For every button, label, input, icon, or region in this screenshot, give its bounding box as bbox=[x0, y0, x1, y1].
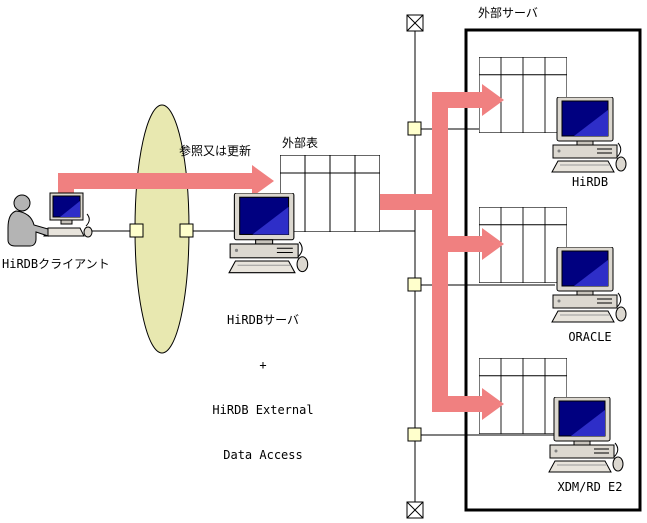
network-node bbox=[407, 277, 422, 292]
server-label-line: + bbox=[259, 358, 267, 372]
server-label-line: HiRDB External bbox=[212, 403, 314, 417]
person-head bbox=[13, 194, 31, 212]
external-server-box-label: 外部サーバ bbox=[478, 6, 538, 20]
client-user-icon bbox=[7, 192, 93, 247]
network-terminator-node bbox=[406, 501, 424, 519]
person-body bbox=[7, 210, 49, 247]
network-terminator-node bbox=[406, 14, 424, 32]
server-label-line: Data Access bbox=[223, 448, 303, 462]
network-node bbox=[129, 223, 144, 238]
external-table-label: 外部表 bbox=[282, 136, 319, 150]
hirdb-server-label: HiRDB bbox=[571, 175, 609, 189]
network-nodes bbox=[129, 14, 424, 519]
network-node bbox=[407, 121, 422, 136]
server-label: HiRDBサーバ + HiRDB External Data Access bbox=[193, 283, 333, 493]
data-flow-arrow-table-to-servers bbox=[380, 84, 504, 420]
xdm-server-label: XDM/RD E2 bbox=[557, 480, 623, 494]
external-table-icon bbox=[280, 155, 380, 232]
oracle-server-label: ORACLE bbox=[568, 330, 612, 344]
data-flow-arrow-client-to-table bbox=[58, 165, 274, 197]
operation-label: 参照又は更新 bbox=[179, 144, 252, 158]
network-node bbox=[407, 427, 422, 442]
network-node bbox=[179, 223, 194, 238]
server-label-line: HiRDBサーバ bbox=[226, 313, 299, 327]
client-label: HiRDBクライアント bbox=[2, 257, 110, 271]
